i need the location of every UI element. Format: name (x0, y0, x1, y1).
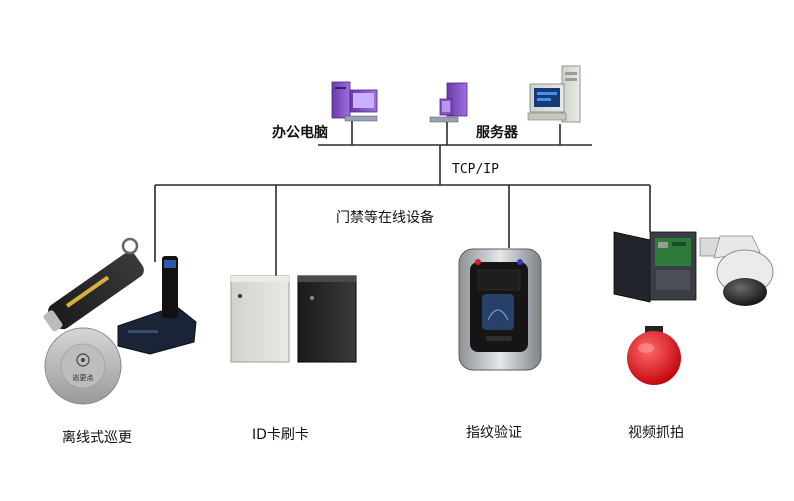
office-pc-icon (331, 81, 378, 122)
video-label: 视频抓拍 (628, 425, 684, 441)
server-label: 服务器 (476, 125, 518, 141)
id-card-label: ID卡刷卡 (252, 427, 309, 443)
office-pc-label: 办公电脑 (272, 125, 328, 141)
workstation-icon (429, 82, 468, 123)
patrol-charger-icon (117, 256, 197, 355)
protocol-label: TCP/IP (452, 162, 499, 177)
server-icon (527, 65, 581, 123)
bus-title: 门禁等在线设备 (336, 210, 434, 226)
fingerprint-reader-icon (458, 248, 542, 371)
id-reader-black-icon (297, 275, 357, 363)
alarm-light-icon (627, 326, 681, 385)
control-panel-icon (613, 231, 697, 303)
id-reader-grey-icon (230, 275, 290, 363)
offline-patrol-label: 离线式巡更 (62, 430, 132, 446)
rfid-wave-icon (76, 353, 90, 367)
network-lines (154, 120, 651, 276)
patrol-tag-text: 巡更点 (73, 373, 94, 382)
fingerprint-sensor (482, 294, 514, 330)
patrol-wand-icon (43, 237, 144, 332)
ptz-camera-icon (699, 235, 774, 306)
fingerprint-label: 指纹验证 (466, 425, 522, 441)
patrol-point-tag: 巡更点 (44, 327, 122, 405)
